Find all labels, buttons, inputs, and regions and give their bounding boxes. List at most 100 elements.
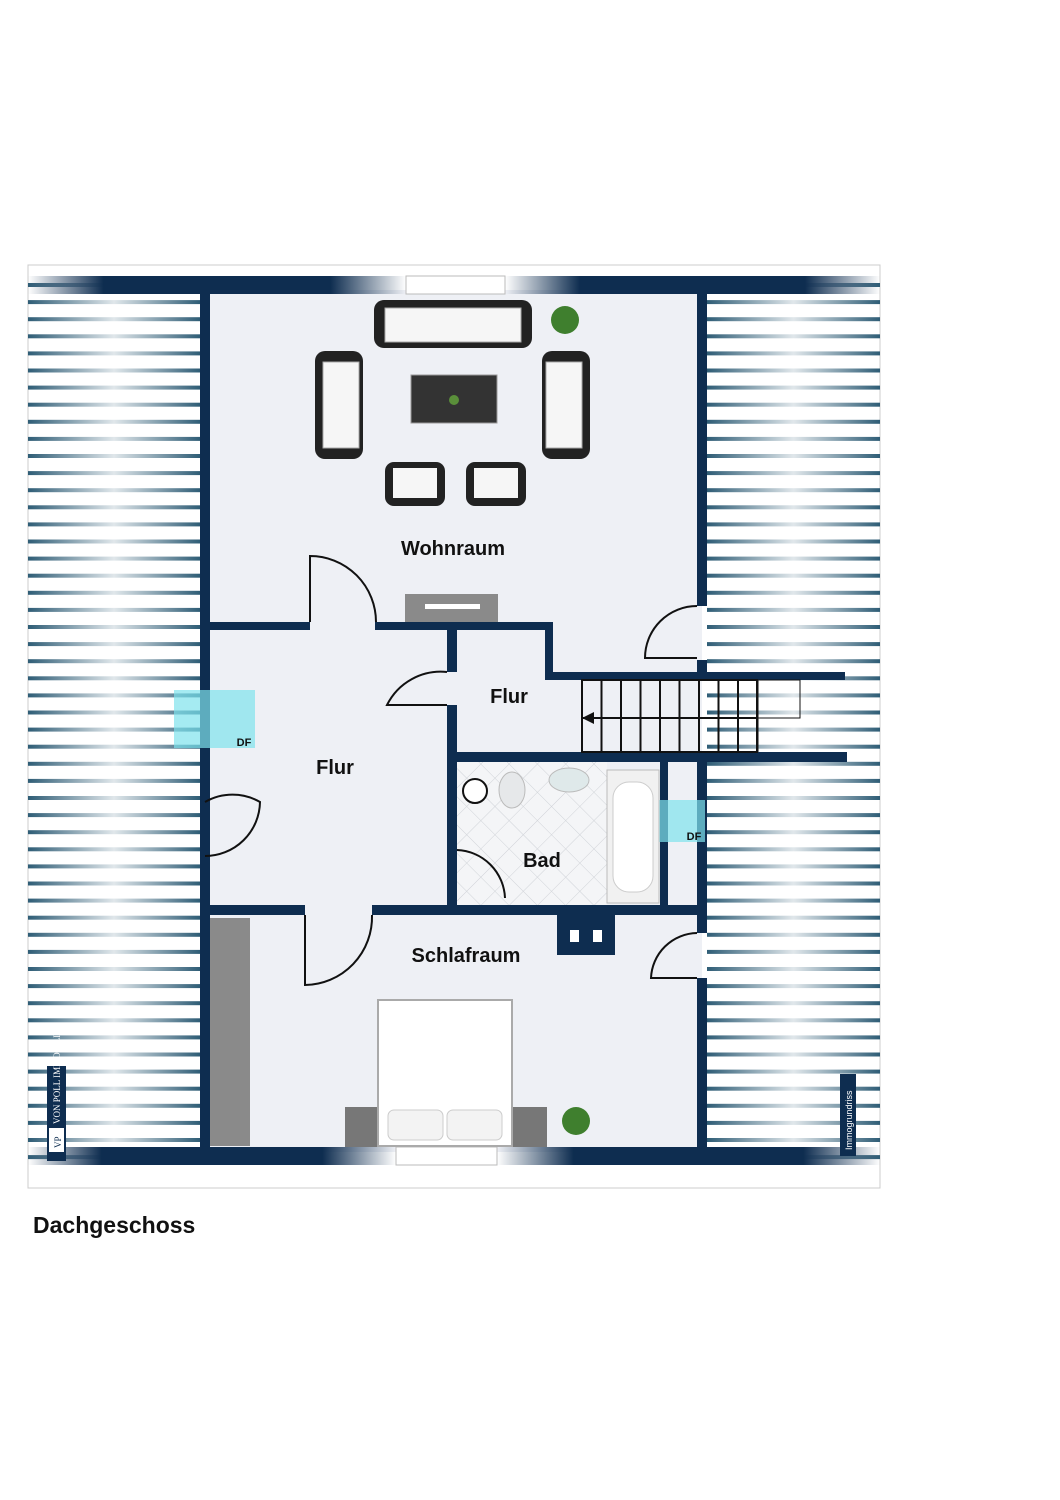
roof-stripe (28, 556, 200, 561)
roof-stripe (28, 898, 200, 903)
roof-stripe (707, 625, 880, 629)
roof-stripe (707, 573, 880, 578)
window-top (405, 275, 506, 295)
bathroom-fixtures (462, 767, 660, 904)
roof-stripe (707, 796, 880, 800)
roof-stripe (28, 693, 200, 698)
roof-stripe (28, 847, 200, 852)
roof-stripe (28, 300, 200, 305)
doors (204, 554, 698, 987)
roof-stripe (707, 778, 880, 783)
roof-stripe (28, 1103, 200, 1108)
roof-stripe (707, 539, 880, 544)
roof-stripe (28, 454, 200, 458)
roof-stripe (28, 830, 200, 835)
roof-stripe (707, 727, 880, 732)
roof-stripe (707, 744, 880, 749)
roof-stripe (707, 915, 880, 920)
roof-stripe (707, 488, 880, 493)
roof-stripe (28, 659, 200, 664)
room-label-flur-main: Flur (316, 757, 354, 779)
roof-stripe (28, 932, 200, 937)
roof-stripe (28, 607, 200, 612)
living-room-furniture (315, 300, 590, 622)
roof-stripe (28, 539, 200, 544)
roof-stripe (28, 1069, 200, 1074)
roof-stripe (28, 813, 200, 818)
roof-stripe (707, 402, 880, 407)
skylight-label-right: DF (687, 831, 702, 843)
roof-stripe (28, 744, 200, 749)
roof-stripe (707, 505, 880, 510)
bedroom-furniture (210, 918, 590, 1147)
roof-stripe (28, 385, 200, 390)
roof-stripe (707, 710, 880, 715)
roof-stripe (707, 761, 880, 766)
roof-stripe (707, 351, 880, 356)
roof-stripe (28, 402, 200, 407)
roof-stripe (707, 590, 880, 595)
roof-stripe (28, 317, 200, 322)
roof-stripe (707, 385, 880, 390)
stair-arrow-icon (582, 712, 594, 724)
roof-stripe (28, 625, 200, 629)
room-label-bad: Bad (523, 850, 561, 872)
roof-stripe (707, 830, 880, 835)
roof-stripe (707, 1103, 880, 1108)
roof-stripe (28, 334, 200, 339)
roof-stripe (28, 351, 200, 356)
roof-stripe (28, 727, 200, 732)
roof-stripe (707, 1001, 880, 1006)
roof-stripe (28, 967, 200, 971)
roof-stripe (707, 659, 880, 664)
room-label-wohnraum: Wohnraum (401, 538, 505, 560)
window-bottom (395, 1146, 498, 1166)
room-label-flur-small: Flur (490, 686, 528, 708)
roof-stripe (28, 676, 200, 681)
roof-stripe (28, 1052, 200, 1057)
floor-title: Dachgeschoss (33, 1212, 196, 1238)
roof-stripe (28, 881, 200, 886)
roof-stripe (28, 864, 200, 869)
roof-stripe (707, 334, 880, 339)
roof-stripe (707, 368, 880, 373)
roof-stripe (28, 419, 200, 424)
roof-stripe (707, 1138, 880, 1142)
roof-stripe (28, 488, 200, 493)
roof-stripe (28, 984, 200, 989)
roof-stripe (707, 642, 880, 647)
roof-stripe (28, 1138, 200, 1142)
room-label-schlafraum: Schlafraum (412, 945, 521, 967)
roof-stripe (28, 1120, 200, 1125)
skylight-label-left: DF (237, 737, 252, 749)
roof-stripe (707, 949, 880, 954)
roof-stripe (707, 813, 880, 818)
roof-stripe (28, 796, 200, 800)
roof-stripe (707, 1120, 880, 1125)
roof-stripe (28, 368, 200, 373)
roof-stripe (707, 1035, 880, 1040)
chimney-flue (593, 930, 602, 942)
skylight-left (174, 690, 255, 748)
credit-text: Immogrundriss (844, 1090, 854, 1150)
roof-stripe (707, 556, 880, 561)
roof-stripe (707, 436, 880, 441)
roof-stripe (28, 522, 200, 527)
logo-mark: VP (53, 1136, 63, 1148)
roof-stripe (28, 590, 200, 595)
roof-stripe (707, 967, 880, 971)
roof-stripe (707, 607, 880, 612)
roof-stripe (28, 915, 200, 920)
roof-stripe (707, 522, 880, 527)
roof-stripe (707, 1052, 880, 1057)
roof-stripe (28, 436, 200, 441)
roof-stripe (28, 573, 200, 578)
roof-stripe (28, 778, 200, 783)
roof-stripe (28, 1018, 200, 1023)
roof-stripe (707, 1069, 880, 1074)
roof-stripe (707, 419, 880, 424)
roof-stripe (707, 1086, 880, 1091)
chimney-flue (570, 930, 579, 942)
roof-stripe (28, 505, 200, 510)
